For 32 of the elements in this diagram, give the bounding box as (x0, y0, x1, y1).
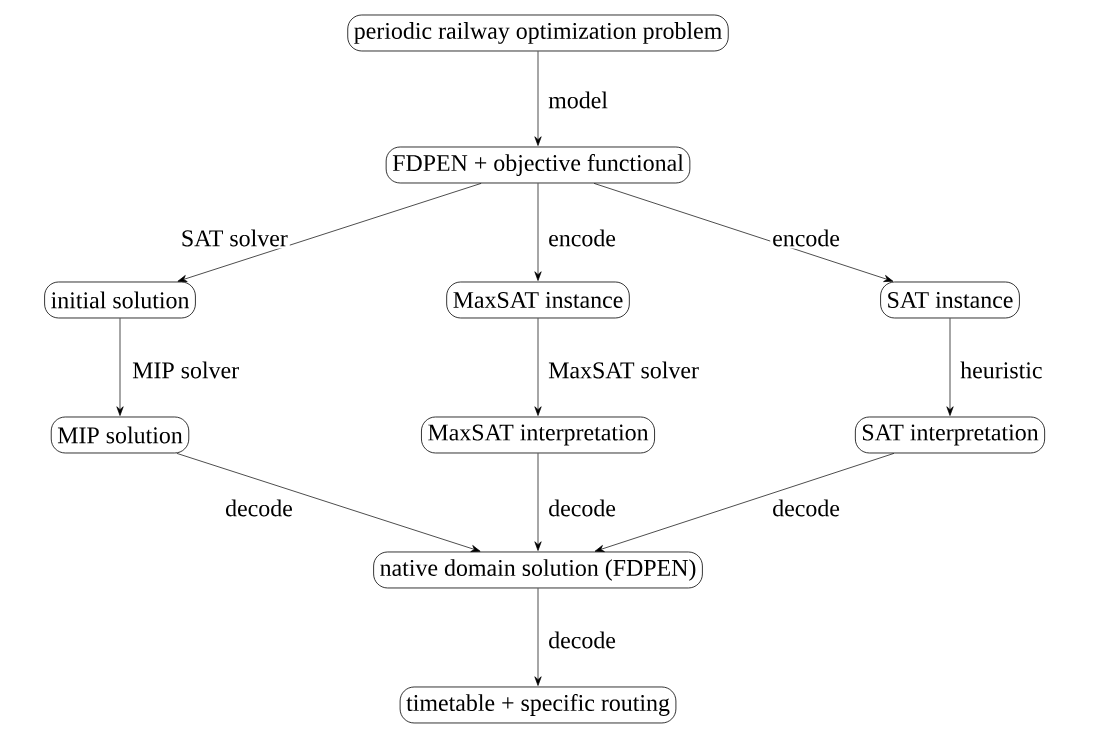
process-box: periodic railway optimization problem (347, 14, 729, 52)
edge-label: heuristic (958, 359, 1045, 381)
arrow (534, 183, 542, 281)
arrow (534, 588, 542, 686)
edge-label: decode (770, 497, 842, 519)
edge-label: MaxSAT solver (546, 359, 701, 381)
process-box: initial solution (44, 281, 196, 319)
process-box: timetable + specific routing (399, 686, 677, 724)
arrow (593, 183, 894, 282)
process-box: FDPEN + objective functional (385, 146, 691, 184)
arrow (177, 183, 482, 282)
arrow (946, 318, 954, 416)
process-box: MIP solution (50, 416, 190, 454)
arrow (176, 453, 481, 552)
arrow (534, 51, 542, 146)
arrow (534, 453, 542, 551)
process-box: SAT instance (880, 281, 1020, 319)
arrow (116, 318, 124, 416)
arrow (534, 318, 542, 416)
edge-label: SAT solver (178, 227, 290, 249)
edge-label: MIP solver (130, 359, 242, 381)
process-box: native domain solution (FDPEN) (373, 551, 703, 589)
edge-label: encode (546, 227, 618, 249)
edge-label: encode (770, 227, 842, 249)
process-box: MaxSAT instance (446, 281, 630, 319)
process-box: SAT interpretation (854, 416, 1046, 454)
process-box: MaxSAT interpretation (421, 416, 655, 454)
edge-label: decode (546, 629, 618, 651)
arrow (594, 453, 895, 552)
edge-label: decode (546, 497, 618, 519)
edge-label: decode (223, 497, 295, 519)
edge-label: model (546, 89, 610, 111)
